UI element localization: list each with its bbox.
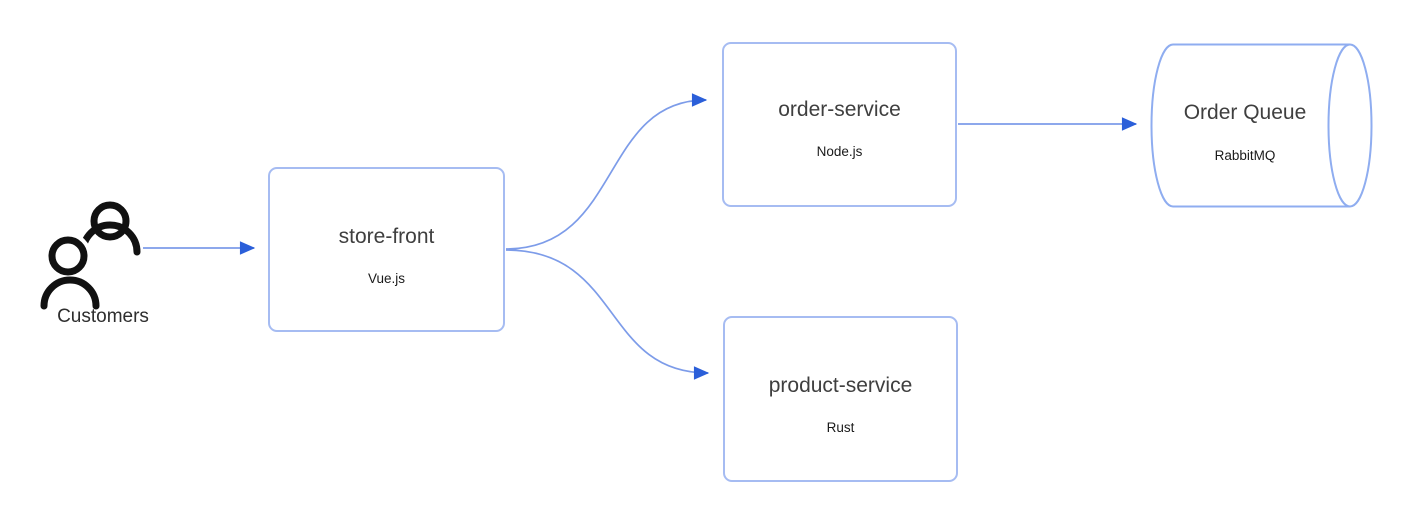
- product-service-title: product-service: [768, 374, 913, 397]
- customers-people-icon[interactable]: [38, 190, 144, 314]
- order-service-title: order-service: [778, 98, 901, 121]
- order-queue-subtitle: RabbitMQ: [1214, 148, 1276, 163]
- customers-label: Customers: [57, 306, 149, 327]
- product-service-subtitle: Rust: [826, 420, 855, 435]
- cylinder-shape: [1150, 43, 1373, 208]
- node-order-service[interactable]: order-service Node.js: [722, 42, 957, 207]
- order-queue-title: Order Queue: [1183, 101, 1307, 124]
- edge-store-front-to-product-service[interactable]: [505, 249, 710, 380]
- store-front-subtitle: Vue.js: [367, 271, 406, 286]
- store-front-title: store-front: [338, 225, 435, 248]
- node-product-service[interactable]: product-service Rust: [723, 316, 958, 482]
- order-service-subtitle: Node.js: [816, 144, 863, 159]
- node-order-queue[interactable]: Order Queue RabbitMQ: [1150, 43, 1373, 208]
- node-store-front[interactable]: store-front Vue.js: [268, 167, 505, 332]
- edge-store-front-to-order-service[interactable]: [505, 93, 708, 250]
